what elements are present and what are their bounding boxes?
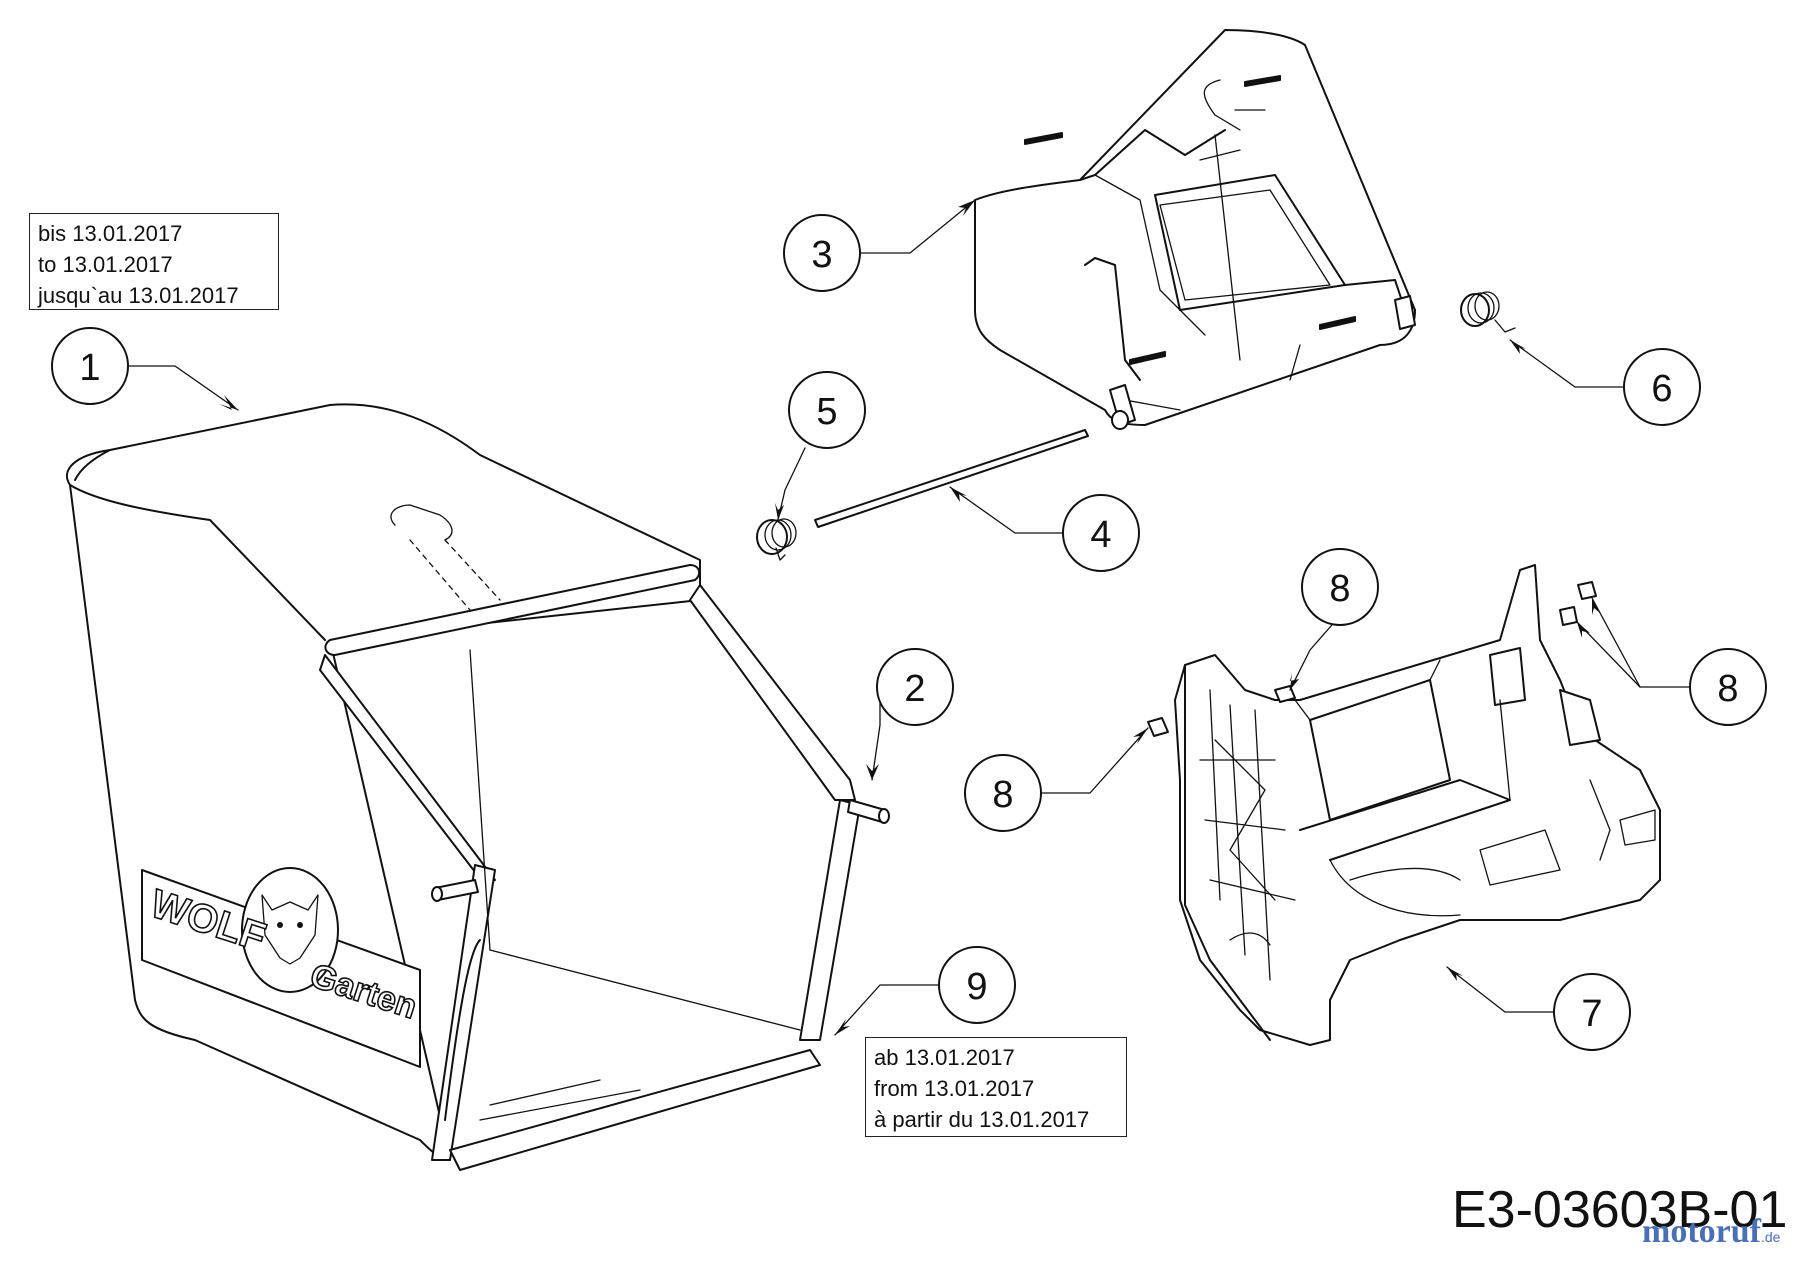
- nut-right-2: [1559, 606, 1578, 626]
- callout-6: 6: [1623, 348, 1701, 426]
- note-line-de: bis 13.01.2017: [38, 221, 183, 246]
- svg-text:2: 2: [904, 668, 925, 710]
- svg-text:3: 3: [811, 234, 832, 276]
- svg-text:6: 6: [1651, 368, 1672, 410]
- grass-bag: WOLF Garten: [65, 403, 890, 1171]
- rear-housing: [1174, 564, 1661, 1046]
- drawing-number: E3-03603B-01: [1452, 1181, 1788, 1239]
- callout-1: 1: [51, 327, 129, 405]
- callout-2: 2: [876, 648, 954, 726]
- callout-7: 7: [1553, 973, 1631, 1051]
- callout-8-right: 8: [1689, 648, 1767, 726]
- validity-note-from: ab 13.01.2017 from 13.01.2017 à partir d…: [865, 1037, 1127, 1137]
- note-line-fr: à partir du 13.01.2017: [874, 1107, 1090, 1132]
- spring-right: [1460, 291, 1516, 333]
- callout-5: 5: [788, 371, 866, 449]
- nut-left: [1147, 717, 1169, 737]
- svg-text:4: 4: [1090, 514, 1111, 556]
- spring-left: [756, 518, 797, 561]
- leader-lines: [128, 199, 1691, 1036]
- svg-text:8: 8: [1717, 668, 1738, 710]
- svg-text:8: 8: [1329, 568, 1350, 610]
- callout-4: 4: [1062, 494, 1140, 572]
- validity-note-until: bis 13.01.2017 to 13.01.2017 jusqu`au 13…: [29, 213, 279, 310]
- watermark: motoruf.de: [1642, 1213, 1780, 1251]
- svg-text:5: 5: [816, 391, 837, 433]
- svg-text:9: 9: [966, 966, 987, 1008]
- callout-8-left: 8: [964, 754, 1042, 832]
- flap-cover: [974, 29, 1416, 430]
- callout-8-top: 8: [1301, 548, 1379, 626]
- nut-right-1: [1577, 581, 1597, 600]
- watermark-tld: .de: [1760, 1229, 1781, 1245]
- svg-text:1: 1: [79, 347, 100, 389]
- nut-top: [1274, 685, 1296, 703]
- note-line-fr: jusqu`au 13.01.2017: [38, 283, 239, 308]
- note-line-en: from 13.01.2017: [874, 1076, 1035, 1101]
- note-line-de: ab 13.01.2017: [874, 1045, 1015, 1070]
- rod: [814, 429, 1089, 528]
- watermark-main: motoruf: [1642, 1213, 1761, 1250]
- svg-text:7: 7: [1581, 993, 1602, 1035]
- callout-3: 3: [783, 214, 861, 292]
- wolf-head-emblem: [241, 867, 339, 993]
- svg-text:8: 8: [992, 774, 1013, 816]
- callout-9: 9: [938, 946, 1016, 1024]
- note-line-en: to 13.01.2017: [38, 252, 173, 277]
